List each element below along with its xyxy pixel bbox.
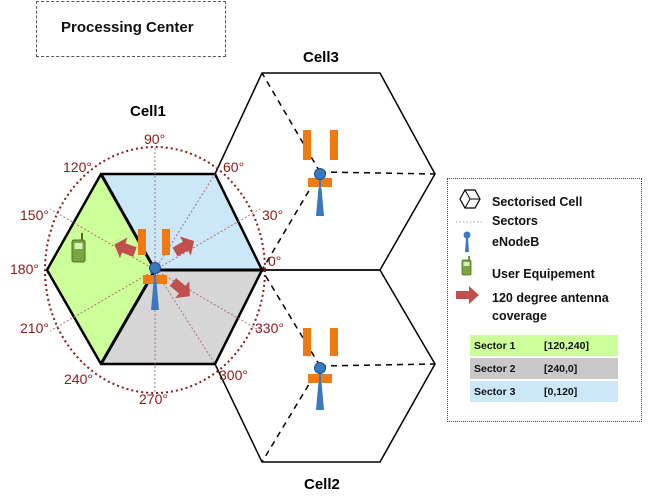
angle-label-120: 120° xyxy=(63,159,92,175)
sector-range: [120,240] xyxy=(540,335,618,358)
angle-label-180: 180° xyxy=(10,261,39,277)
antenna-panel xyxy=(330,130,338,160)
angle-label-240: 240° xyxy=(64,371,93,387)
angle-label-60: 60° xyxy=(223,159,244,175)
enodeb-icon xyxy=(463,231,471,252)
cell1-antenna-group xyxy=(110,229,200,311)
table-row: Sector 3 [0,120] xyxy=(470,380,618,404)
processing-center-label: Processing Center xyxy=(61,19,194,36)
cell2-sector-lines xyxy=(261,269,436,463)
angle-label-270: 270° xyxy=(139,391,168,407)
angle-label-90: 90° xyxy=(144,131,165,147)
user-equipment-icon xyxy=(71,233,86,263)
processing-center-box: Processing Center xyxy=(36,1,226,57)
antenna-panel xyxy=(303,130,311,160)
enodeb-icon xyxy=(313,167,327,217)
legend-label: Sectors xyxy=(492,214,538,228)
antenna-panel xyxy=(330,328,338,356)
sector-2-region xyxy=(101,270,262,364)
table-row: Sector 1 [120,240] xyxy=(470,335,618,358)
antenna-arrow-icon xyxy=(456,286,479,304)
angle-label-210: 210° xyxy=(20,320,49,336)
sector-name: Sector 1 xyxy=(470,335,540,358)
enodeb-icon xyxy=(313,361,327,411)
coverage-circle xyxy=(44,146,266,394)
angle-label-300: 300° xyxy=(219,367,248,383)
table-row: Sector 2 [240,0] xyxy=(470,357,618,381)
angle-label-150: 150° xyxy=(20,207,49,223)
angle-label-0: 0° xyxy=(268,253,281,269)
legend-label: Sectorised Cell xyxy=(492,195,583,209)
sector-name: Sector 2 xyxy=(470,357,540,381)
user-equipment-icon xyxy=(461,256,472,276)
sector-range: [0,120] xyxy=(540,380,618,404)
legend-label: eNodeB xyxy=(492,235,540,249)
antenna-panel xyxy=(138,229,146,255)
sector-name: Sector 3 xyxy=(470,380,540,404)
legend-box: Sectorised Cell Sectors eNodeB User Equi… xyxy=(447,178,642,422)
antenna-panel xyxy=(303,328,311,356)
angle-label-30: 30° xyxy=(262,207,283,223)
cell2-label: Cell2 xyxy=(304,476,340,493)
sector-range: [240,0] xyxy=(540,357,618,381)
legend-label: User Equipement xyxy=(492,267,595,281)
sector-line-icon xyxy=(456,221,484,223)
sectorised-cell-icon xyxy=(459,189,481,209)
cell1-label: Cell1 xyxy=(130,103,166,120)
sector-3-region xyxy=(101,174,262,270)
cell2-antenna-group xyxy=(303,328,338,411)
cell3-sector-lines xyxy=(261,72,436,271)
cell3-label: Cell3 xyxy=(303,49,339,66)
antenna-panel xyxy=(162,229,170,255)
angle-label-330: 330° xyxy=(255,320,284,336)
legend-label: 120 degree antenna coverage xyxy=(492,291,609,323)
sector-table: Sector 1 [120,240] Sector 2 [240,0] Sect… xyxy=(470,335,618,404)
cell3-antenna-group xyxy=(303,130,338,217)
cell1-sector-boundary xyxy=(99,269,157,365)
